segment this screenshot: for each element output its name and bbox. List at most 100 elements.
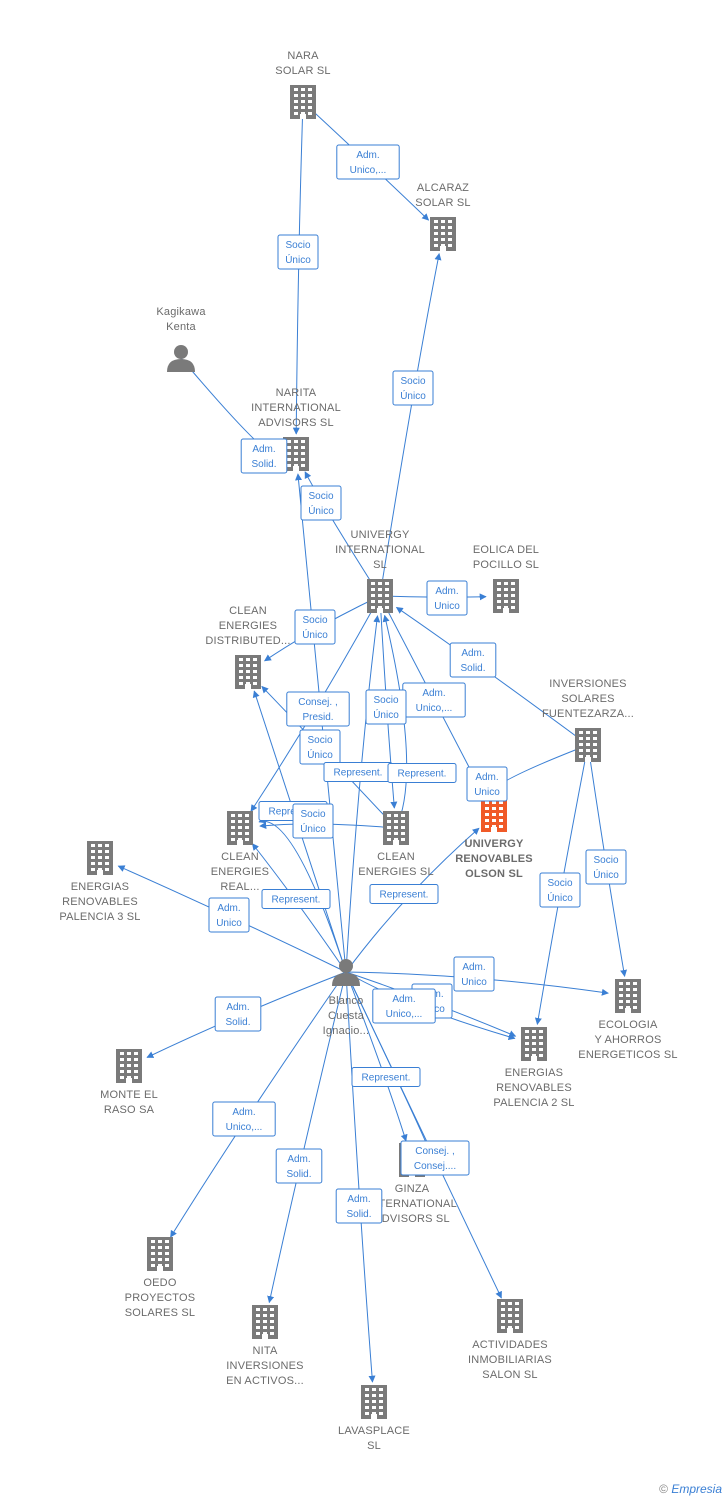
node-nara[interactable]: NARA SOLAR SL [275, 50, 331, 119]
edge-label[interactable]: Adm.Solid. [275, 1148, 323, 1184]
node-label: PALENCIA 2 SL [493, 1097, 574, 1109]
edge-label[interactable]: Represent. [387, 763, 457, 783]
node-label: EOLICA DEL [473, 544, 539, 556]
edge-label[interactable]: Consej. ,Consej.... [400, 1140, 470, 1176]
node-label: POCILLO SL [473, 559, 539, 571]
node-label: INVERSIONES [549, 678, 626, 690]
edge-label-text: Socio [308, 491, 333, 502]
edge-label-box [453, 956, 495, 992]
person-icon [332, 959, 360, 986]
edge-label[interactable]: Adm.Unico [466, 766, 508, 802]
building-icon [383, 811, 409, 845]
node-clean_dist[interactable]: CLEANENERGIESDISTRIBUTED... [205, 605, 290, 689]
edge-label[interactable]: Adm.Unico,... [212, 1101, 276, 1137]
node-label: SL [373, 559, 387, 571]
edge-label[interactable]: Represent. [369, 884, 439, 904]
edge-label-box [365, 689, 407, 725]
edge-label-text: Socio [300, 809, 325, 820]
edge-label-text: Unico [461, 977, 487, 988]
edge-label-box [286, 691, 350, 727]
node-clean_real[interactable]: CLEANENERGIESREAL... [211, 811, 269, 893]
node-label: ADVISORS SL [374, 1213, 450, 1225]
node-inversiones_fuente[interactable]: INVERSIONESSOLARESFUENTEZARZA... [542, 678, 634, 762]
edge-label-text: Adm. [435, 586, 458, 597]
node-blanco[interactable]: BlancoCuestaIgnacio... [323, 959, 370, 1037]
edge-label-text: Unico,... [226, 1122, 263, 1133]
edge-label[interactable]: Adm.Solid. [240, 438, 288, 474]
edge-blanco-clean_real [258, 816, 347, 973]
edge-label-text: Represent. [380, 890, 429, 901]
node-label: INMOBILIARIAS [468, 1354, 552, 1366]
person-icon [167, 345, 195, 372]
edge-label[interactable]: Adm.Solid. [449, 642, 497, 678]
node-label: RENOVABLES [62, 896, 138, 908]
edge-label[interactable]: Adm. Unico [426, 580, 468, 616]
node-label: SOLAR SL [275, 65, 330, 77]
footer-brand: © Empresia [659, 1482, 722, 1496]
edge-label[interactable]: Adm.Unico [208, 897, 250, 933]
building-icon [361, 1385, 387, 1419]
edge-label[interactable]: Adm.Unico,... [336, 144, 400, 180]
edge-label[interactable]: Adm.Unico,... [402, 682, 466, 718]
edge-label[interactable]: Represent. [323, 762, 393, 782]
edge-label-text: Unico [434, 601, 460, 612]
building-icon [116, 1049, 142, 1083]
edge-label[interactable]: Adm.Unico,... [372, 988, 436, 1024]
node-eolica[interactable]: EOLICA DEL POCILLO SL [473, 544, 539, 613]
node-label: Kenta [166, 321, 196, 333]
edge-label-text: Adm. [287, 1154, 310, 1165]
node-label: NARA [287, 50, 319, 62]
edge-label-box [214, 996, 262, 1032]
edge-label[interactable]: Adm.Unico [453, 956, 495, 992]
edge-label-box [426, 580, 468, 616]
building-icon [290, 85, 316, 119]
edge-label-box [387, 763, 457, 783]
edge-label-text: Unico [216, 918, 242, 929]
edge-univergy_int-alcaraz [379, 252, 442, 597]
edge-blanco-actividades [345, 971, 502, 1299]
edge-label-box [261, 889, 331, 909]
edge-label[interactable]: Adm.Solid. [214, 996, 262, 1032]
node-label: INTERNATIONAL [251, 402, 341, 414]
edge-label[interactable]: Represent. [261, 889, 331, 909]
node-label: Kagikawa [156, 306, 206, 318]
edge-label[interactable]: Adm.Solid. [335, 1188, 383, 1224]
edge-label-box [372, 988, 436, 1024]
edge-label[interactable]: Represent. [351, 1067, 421, 1087]
edge-label-text: Unico,... [416, 703, 453, 714]
edge-label[interactable]: Consej. ,Presid. [286, 691, 350, 727]
building-icon [252, 1305, 278, 1339]
building-icon [227, 811, 253, 845]
node-label: CLEAN [229, 605, 267, 617]
node-label: ACTIVIDADES [472, 1339, 548, 1351]
edge-label-text: Socio [285, 240, 310, 251]
edge-label-box [585, 849, 627, 885]
node-label: SOLARES [561, 693, 614, 705]
node-label: ECOLOGIA [598, 1019, 658, 1031]
